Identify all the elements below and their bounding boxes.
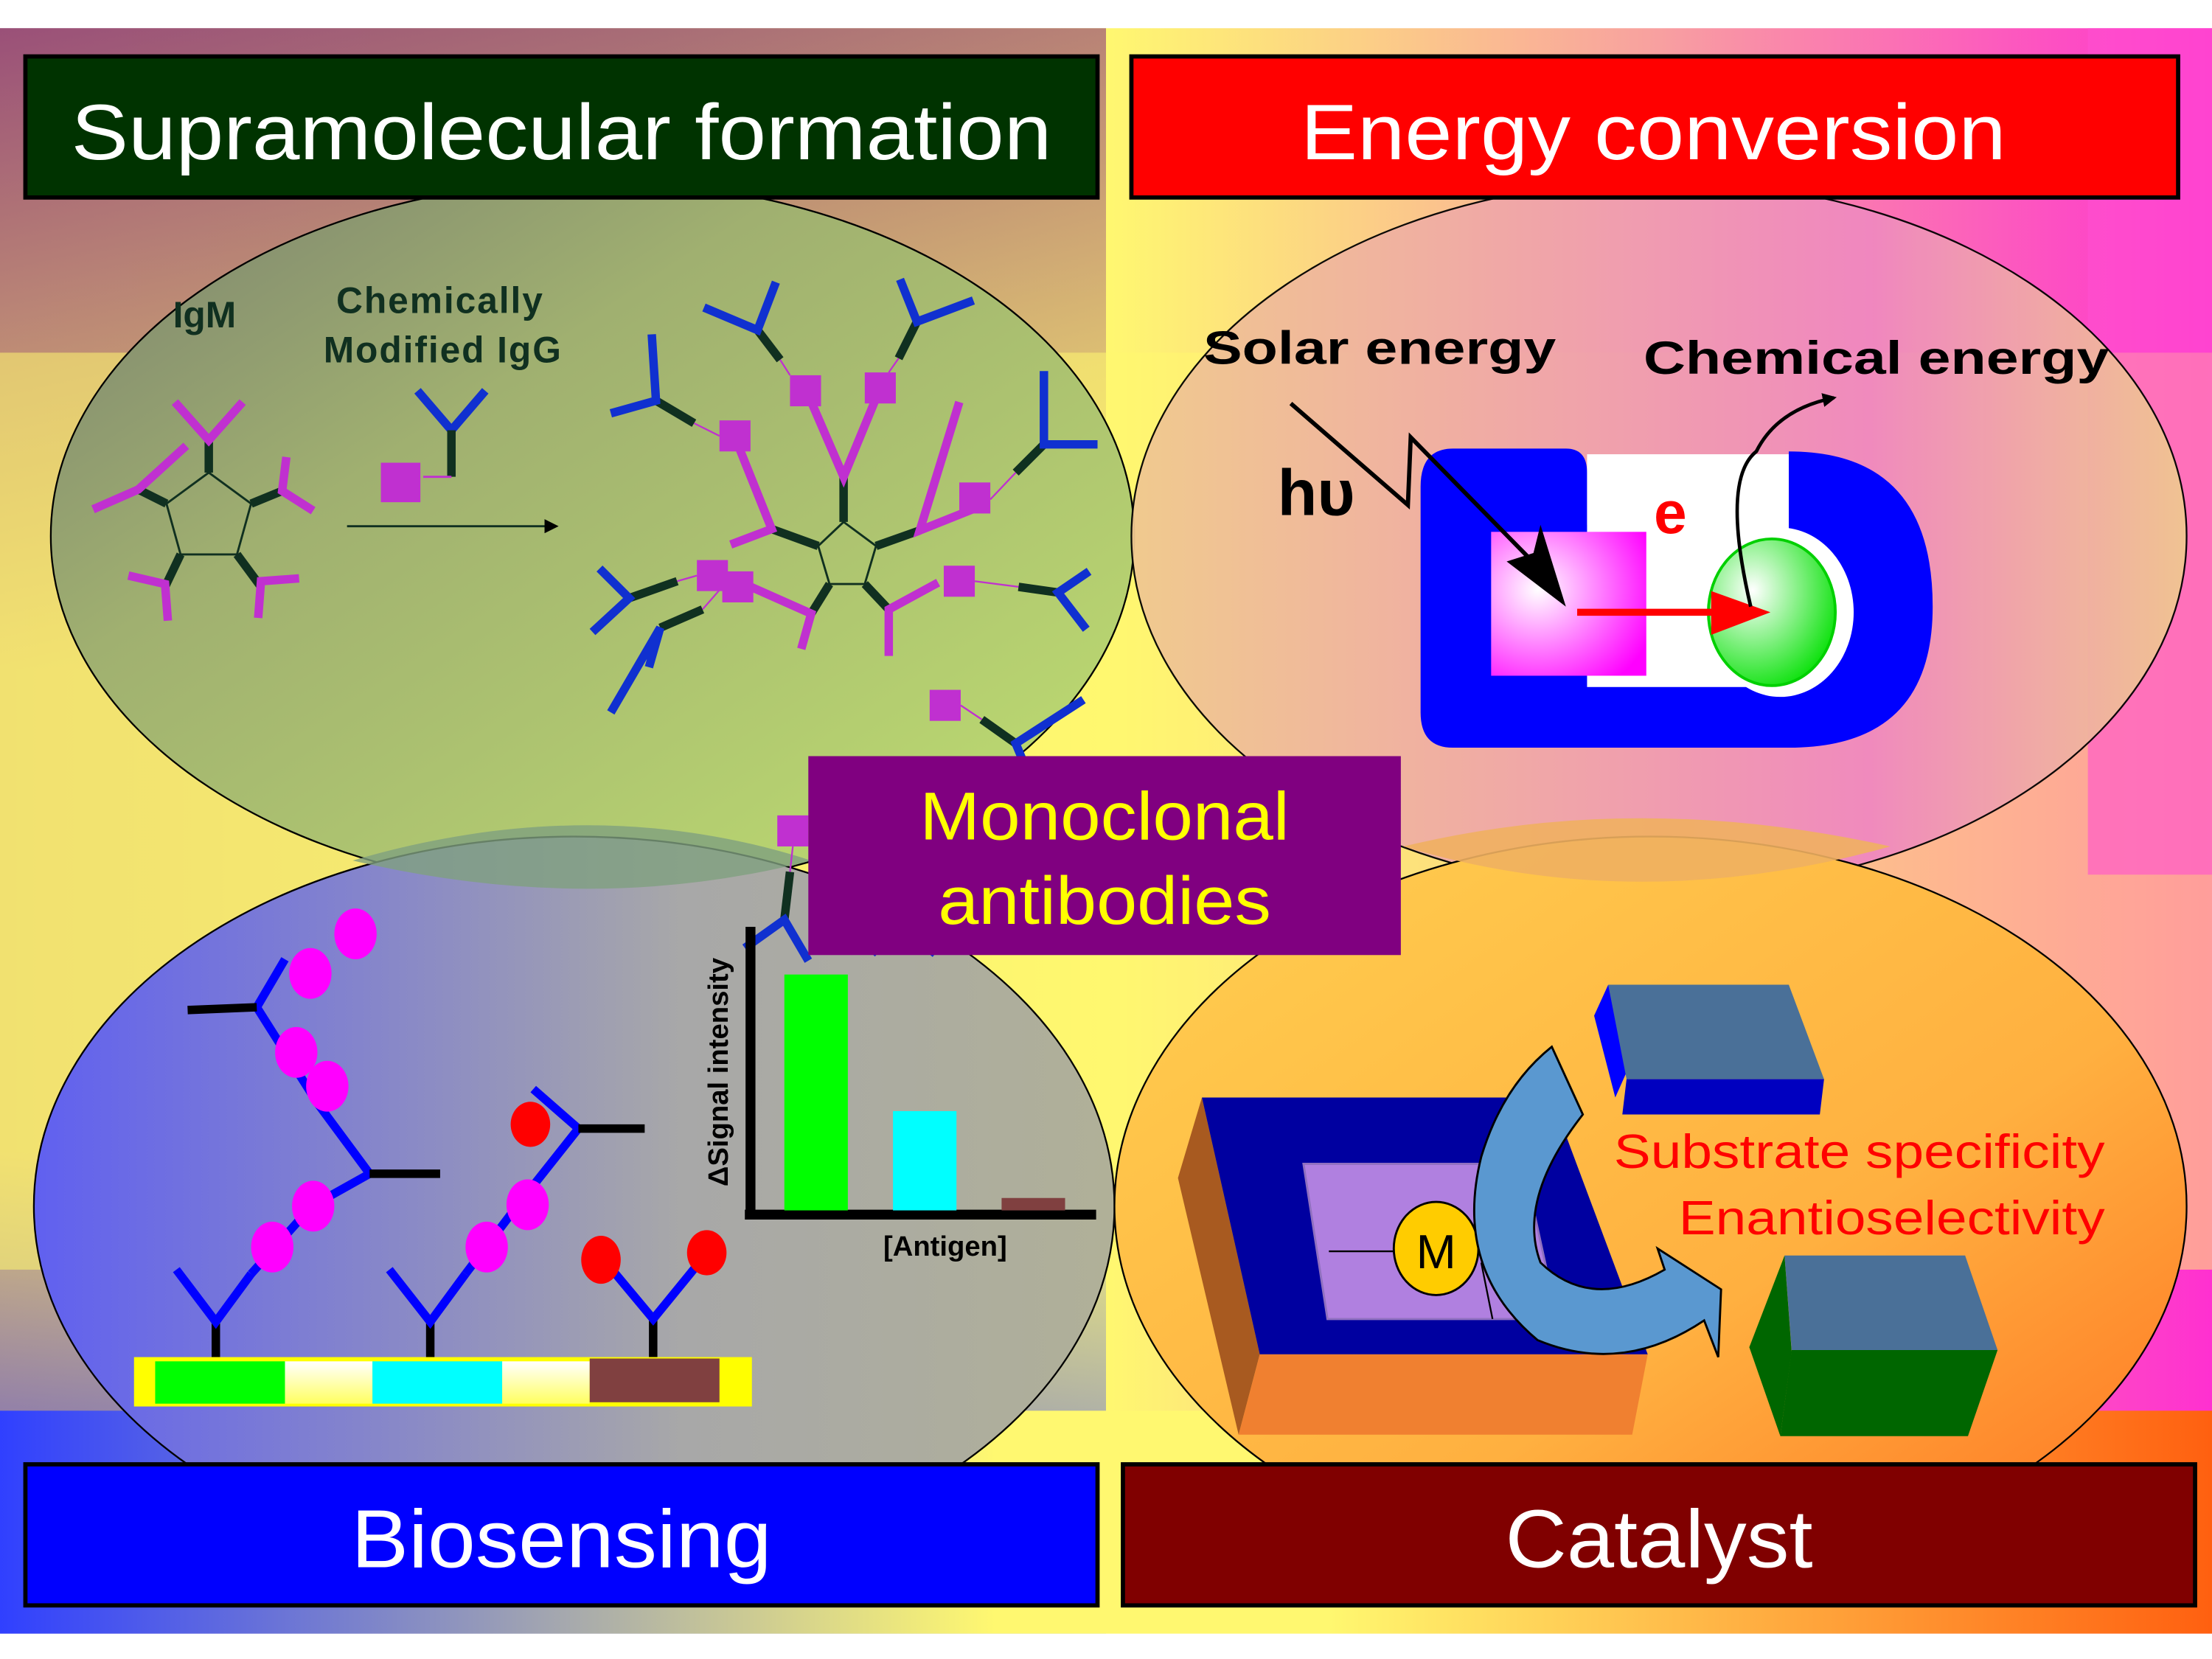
label-igm: IgM [173,294,237,335]
photon-arrow-icon [1289,402,1557,586]
capture-antibody-2 [386,1085,645,1357]
center-label-line2: antibodies [938,863,1271,939]
metal-center-icon: M [1392,1200,1480,1296]
chart-y-label: ΔSignal intensity [703,957,734,1186]
capture-antibody-3 [581,1230,727,1357]
electron-arrowhead-icon [1711,591,1771,635]
chart-bar-green [784,974,848,1211]
capture-antibody-1 [173,908,440,1357]
biosensing-diagram: ΔSignal intensity [Antigen] [133,908,1096,1407]
label-solar-energy: Solar energy [1203,323,1556,375]
banner-biosensing-label: Biosensing [351,1494,771,1585]
host-block-front [1238,1354,1648,1435]
banner-biosensing: Biosensing [23,1462,1100,1608]
sensor-strip [133,1357,752,1407]
catalyst-diagram: M Substrate specificity Enantioselectivi… [1178,984,2105,1436]
cavity-line-v [1480,1262,1494,1320]
label-photon: hυ [1278,456,1355,529]
chemical-energy-arrow-icon [1735,393,1837,608]
photon-arrowhead-icon [1506,524,1566,607]
igm-pentamer-icon [91,399,316,622]
signal-bar-chart: ΔSignal intensity [Antigen] [703,927,1096,1262]
banner-energy: Energy conversion [1129,54,2180,200]
product-block-icon [1749,1255,1998,1436]
host-block-side [1178,1097,1260,1435]
energy-diagram: Solar energy Chemical energy hυ e [1203,323,2109,748]
chart-x-label: [Antigen] [883,1231,1007,1262]
label-electron: e [1654,480,1687,546]
label-substrate-specificity: Substrate specificity [1614,1124,2105,1178]
banner-catalyst: Catalyst [1121,1462,2197,1608]
modified-igg-icon [380,388,489,503]
metal-label: M [1416,1225,1456,1279]
label-chemically: Chemically [336,280,544,321]
label-enantioselectivity: Enantioselectivity [1679,1191,2105,1245]
chart-bar-cyan [893,1110,957,1211]
banner-supramolecular: Supramolecular formation [23,54,1100,200]
overlap-energy-cat [1403,818,1891,882]
banner-supramolecular-label: Supramolecular formation [72,88,1052,176]
label-chemical-energy: Chemical energy [1644,333,2109,384]
center-label-box: Monoclonal antibodies [808,756,1401,956]
banner-energy-label: Energy conversion [1301,88,2006,176]
substrate-block-icon [1593,984,1824,1115]
chart-bar-brown [1001,1197,1065,1211]
banner-catalyst-label: Catalyst [1505,1494,1812,1585]
center-label-line1: Monoclonal [919,779,1289,854]
catalytic-arrow-icon [1473,1045,1722,1358]
pigment-square-icon [1491,532,1646,676]
overlap-supra-bio [352,825,812,889]
label-modified-igg: Modified IgG [324,330,563,371]
